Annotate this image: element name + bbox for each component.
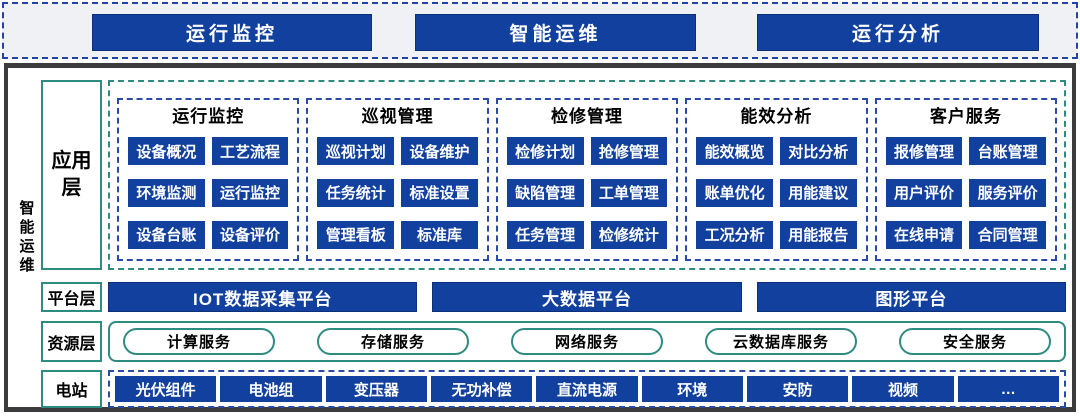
layer-label-resource: 资源层	[41, 321, 102, 362]
platform-bar-iot-data-collection: IOT数据采集平台	[108, 282, 418, 312]
module-chip: 环境监测	[128, 178, 205, 207]
app-group-energy-analysis: 能效分析 能效概览 对比分析 账单优化 用能建议 工况分析 用能报告	[685, 98, 868, 261]
module-chip: 工况分析	[696, 220, 773, 249]
layer-label-station: 电站	[41, 370, 102, 408]
layer-label-application-text: 应用层	[51, 150, 92, 199]
station-box-transformer: 变压器	[325, 376, 427, 402]
station-box-dc-power: 直流电源	[536, 376, 638, 402]
resource-pill-storage: 存储服务	[317, 328, 469, 355]
group-grid: 报修管理 台账管理 用户评价 服务评价 在线申请 合同管理	[885, 136, 1047, 250]
module-chip: 合同管理	[969, 220, 1047, 249]
module-chip: 台账管理	[969, 137, 1047, 166]
platform-layer-row: 平台层 IOT数据采集平台 大数据平台 图形平台	[41, 282, 1066, 312]
group-grid: 检修计划 抢修管理 缺陷管理 工单管理 任务管理 检修统计	[506, 136, 668, 250]
station-layer-container: 光伏组件 电池组 变压器 无功补偿 直流电源 环境 安防 视频 …	[108, 370, 1066, 408]
station-box-security: 安防	[746, 376, 849, 402]
module-chip: 管理看板	[317, 220, 395, 249]
group-grid: 能效概览 对比分析 账单优化 用能建议 工况分析 用能报告	[696, 136, 857, 250]
module-chip: 标准库	[401, 220, 478, 249]
nav-operation-analysis-button: 运行分析	[757, 14, 1039, 51]
nav-operation-monitoring-button: 运行监控	[92, 14, 372, 51]
module-chip: 用能建议	[779, 178, 857, 207]
station-box-environment: 环境	[641, 376, 743, 402]
module-chip: 用能报告	[779, 220, 857, 249]
module-chip: 用户评价	[885, 178, 963, 207]
module-chip: 检修计划	[506, 137, 584, 166]
application-layer-container: 运行监控 设备概况 工艺流程 环境监测 运行监控 设备台账 设备评价 巡视管理	[108, 80, 1066, 270]
group-title: 能效分析	[740, 107, 813, 126]
group-title: 检修管理	[551, 107, 624, 126]
module-chip: 设备台账	[128, 220, 205, 249]
module-chip: 设备维护	[401, 137, 478, 166]
station-layer-row: 电站 光伏组件 电池组 变压器 无功补偿 直流电源 环境 安防 视频 …	[41, 370, 1066, 408]
sidebar-vertical-label: 智能运维	[17, 199, 35, 276]
platform-layer-container: IOT数据采集平台 大数据平台 图形平台	[108, 282, 1066, 312]
module-chip: 报修管理	[885, 137, 963, 166]
group-grid: 设备概况 工艺流程 环境监测 运行监控 设备台账 设备评价	[128, 136, 289, 250]
station-box-pv-modules: 光伏组件	[115, 376, 217, 402]
module-chip: 任务管理	[506, 220, 584, 249]
station-box-more: …	[957, 376, 1059, 402]
app-group-operation-monitoring: 运行监控 设备概况 工艺流程 环境监测 运行监控 设备台账 设备评价	[117, 98, 300, 261]
module-chip: 缺陷管理	[506, 178, 584, 207]
module-chip: 运行监控	[211, 178, 289, 207]
resource-layer-row: 资源层 计算服务 存储服务 网络服务 云数据库服务 安全服务	[41, 321, 1066, 362]
module-chip: 检修统计	[590, 220, 668, 249]
group-title: 巡视管理	[361, 107, 434, 126]
group-title: 运行监控	[172, 107, 245, 126]
module-chip: 抢修管理	[590, 137, 668, 166]
application-layer-row: 应用层 运行监控 设备概况 工艺流程 环境监测 运行监控 设备台账 设备评价	[41, 80, 1066, 270]
layer-label-application: 应用层	[41, 80, 102, 270]
group-title: 客户服务	[929, 107, 1002, 126]
module-chip: 对比分析	[779, 137, 857, 166]
module-chip: 任务统计	[317, 178, 395, 207]
module-chip: 设备评价	[211, 220, 289, 249]
module-chip: 服务评价	[969, 178, 1047, 207]
top-nav-bar: 运行监控 智能运维 运行分析	[2, 2, 1078, 59]
module-chip: 巡视计划	[317, 137, 395, 166]
module-chip: 工艺流程	[211, 137, 289, 166]
resource-layer-container: 计算服务 存储服务 网络服务 云数据库服务 安全服务	[108, 321, 1066, 362]
app-group-inspection-management: 巡视管理 巡视计划 设备维护 任务统计 标准设置 管理看板 标准库	[306, 98, 489, 261]
resource-pill-computing: 计算服务	[123, 328, 275, 355]
main-frame: 智能运维 应用层 运行监控 设备概况 工艺流程 环境监测 运行监控 设备台账	[4, 63, 1076, 412]
group-grid: 巡视计划 设备维护 任务统计 标准设置 管理看板 标准库	[317, 136, 478, 250]
platform-bar-graphics: 图形平台	[756, 282, 1066, 312]
module-chip: 标准设置	[401, 178, 478, 207]
station-box-battery-pack: 电池组	[220, 376, 322, 402]
module-chip: 工单管理	[590, 178, 668, 207]
resource-pill-security: 安全服务	[899, 328, 1051, 355]
module-chip: 在线申请	[885, 220, 963, 249]
layer-label-platform: 平台层	[41, 282, 102, 312]
resource-pill-cloud-database: 云数据库服务	[705, 328, 857, 355]
app-group-maintenance-management: 检修管理 检修计划 抢修管理 缺陷管理 工单管理 任务管理 检修统计	[495, 98, 679, 261]
app-group-customer-service: 客户服务 报修管理 台账管理 用户评价 服务评价 在线申请 合同管理	[874, 98, 1058, 261]
station-box-reactive-compensation: 无功补偿	[430, 376, 533, 402]
module-chip: 账单优化	[696, 178, 773, 207]
module-chip: 能效概览	[696, 137, 773, 166]
station-box-video: 视频	[852, 376, 954, 402]
nav-intelligent-om-button: 智能运维	[415, 14, 696, 51]
platform-bar-big-data: 大数据平台	[432, 282, 742, 312]
resource-pill-network: 网络服务	[511, 328, 663, 355]
module-chip: 设备概况	[128, 137, 205, 166]
